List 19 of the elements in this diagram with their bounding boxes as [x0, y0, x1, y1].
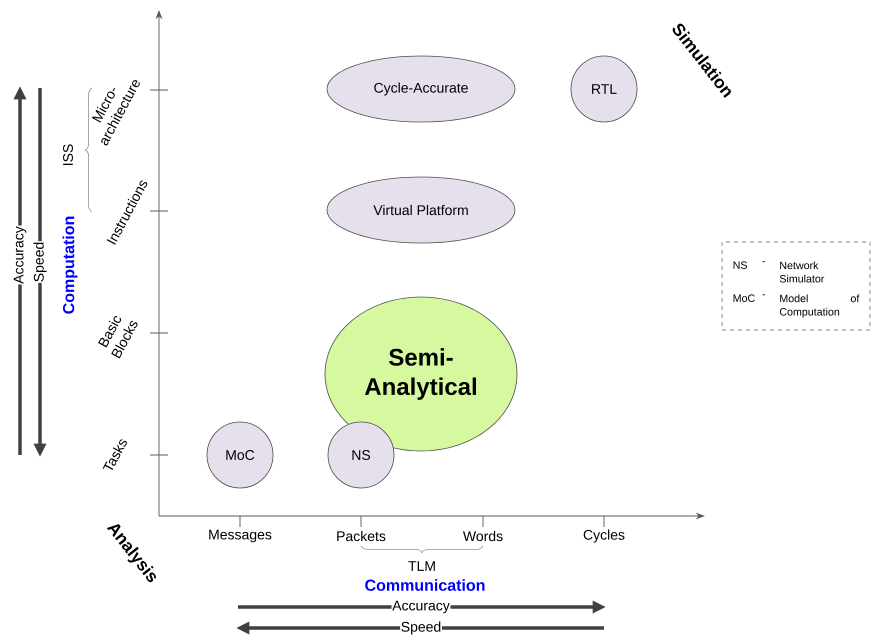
arrow-label: Speed [400, 620, 442, 636]
axis-title: Communication [365, 579, 484, 591]
circle-node: NS [328, 422, 394, 488]
brace-label: ISS [63, 144, 73, 165]
ellipse-node: Virtual Platform [326, 176, 516, 244]
tick-label: Messages [209, 530, 272, 542]
arrow-label: Speed [32, 241, 48, 283]
circle-node: RTL [570, 56, 638, 122]
tick-label: Cycles [584, 529, 624, 543]
arrow-label: Accuracy [392, 600, 450, 614]
tick-label: Packets [337, 530, 386, 542]
ellipse-node: Semi- Analytical [324, 296, 518, 452]
axis-title: Computation [62, 216, 78, 314]
tick-label: Words [462, 530, 503, 542]
brace-label: TLM [408, 561, 435, 571]
ellipse-node: Cycle-Accurate [326, 56, 516, 122]
legend-box: NS - Network Simulator MoC - Model of Computation [722, 242, 870, 330]
circle-node: MoC [206, 422, 274, 488]
arrow-label: Accuracy [13, 226, 27, 284]
